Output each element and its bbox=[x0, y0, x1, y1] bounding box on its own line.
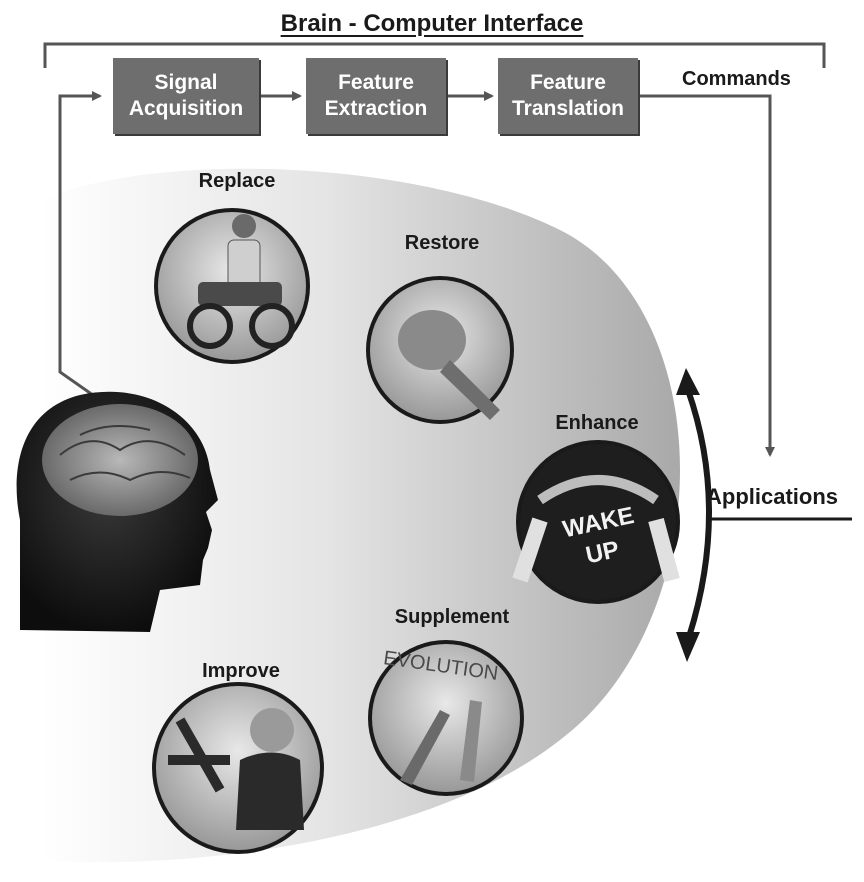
diagram-title: Brain - Computer Interface bbox=[280, 10, 584, 37]
feature-translation-line1: Feature bbox=[530, 71, 606, 94]
signal-acquisition-line2: Acquisition bbox=[128, 97, 244, 120]
applications-label: Applications bbox=[706, 484, 839, 509]
curved-arrow-head-top bbox=[676, 368, 700, 395]
supplement-label: Supplement bbox=[394, 606, 510, 628]
feature-extraction-line1: Feature bbox=[338, 71, 414, 94]
feature-extraction-line2: Extraction bbox=[324, 97, 428, 120]
enhance-label: Enhance bbox=[555, 412, 639, 434]
replace-label: Replace bbox=[198, 170, 276, 192]
bci-bracket bbox=[43, 42, 826, 68]
restore-label: Restore bbox=[404, 232, 480, 254]
curved-double-arrow bbox=[685, 389, 712, 641]
improve-label: Improve bbox=[202, 660, 280, 682]
improve-circle bbox=[152, 682, 324, 854]
restore-circle bbox=[366, 276, 514, 424]
enhance-circle: WAKE UP bbox=[512, 440, 680, 604]
commands-label: Commands bbox=[682, 68, 791, 90]
brain-icon bbox=[42, 404, 198, 516]
feature-extraction-box: Feature Extraction bbox=[306, 58, 446, 134]
curved-arrow-head-bottom bbox=[676, 632, 700, 662]
supplement-circle: EVOLUTION bbox=[368, 640, 524, 796]
commands-line bbox=[638, 94, 775, 457]
signal-acquisition-line1: Signal bbox=[154, 71, 218, 94]
feature-translation-line2: Translation bbox=[511, 97, 625, 120]
feature-translation-box: Feature Translation bbox=[498, 58, 638, 134]
human-head-silhouette bbox=[16, 391, 219, 632]
replace-circle bbox=[154, 208, 310, 364]
feedback-line bbox=[58, 91, 102, 402]
signal-acquisition-box: Signal Acquisition bbox=[113, 58, 259, 134]
